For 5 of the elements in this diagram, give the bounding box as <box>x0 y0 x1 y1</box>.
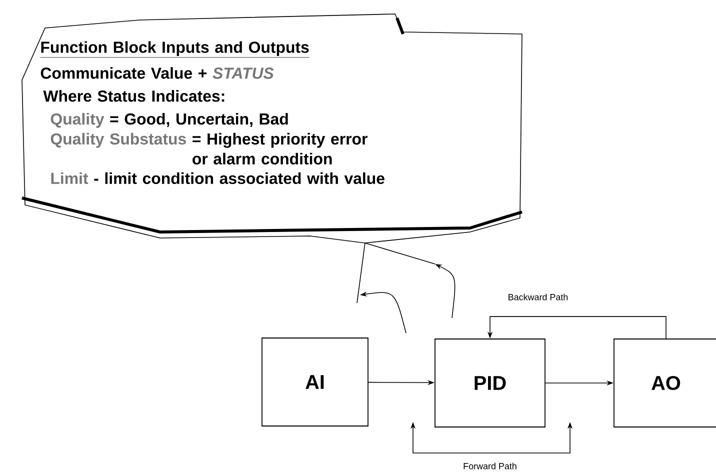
block-box: AO <box>614 338 716 428</box>
block-box: PID <box>434 338 546 428</box>
edge-label: Backward Path <box>508 294 568 300</box>
block-box: AI <box>262 338 368 426</box>
path-label: Forward Path <box>464 462 516 470</box>
